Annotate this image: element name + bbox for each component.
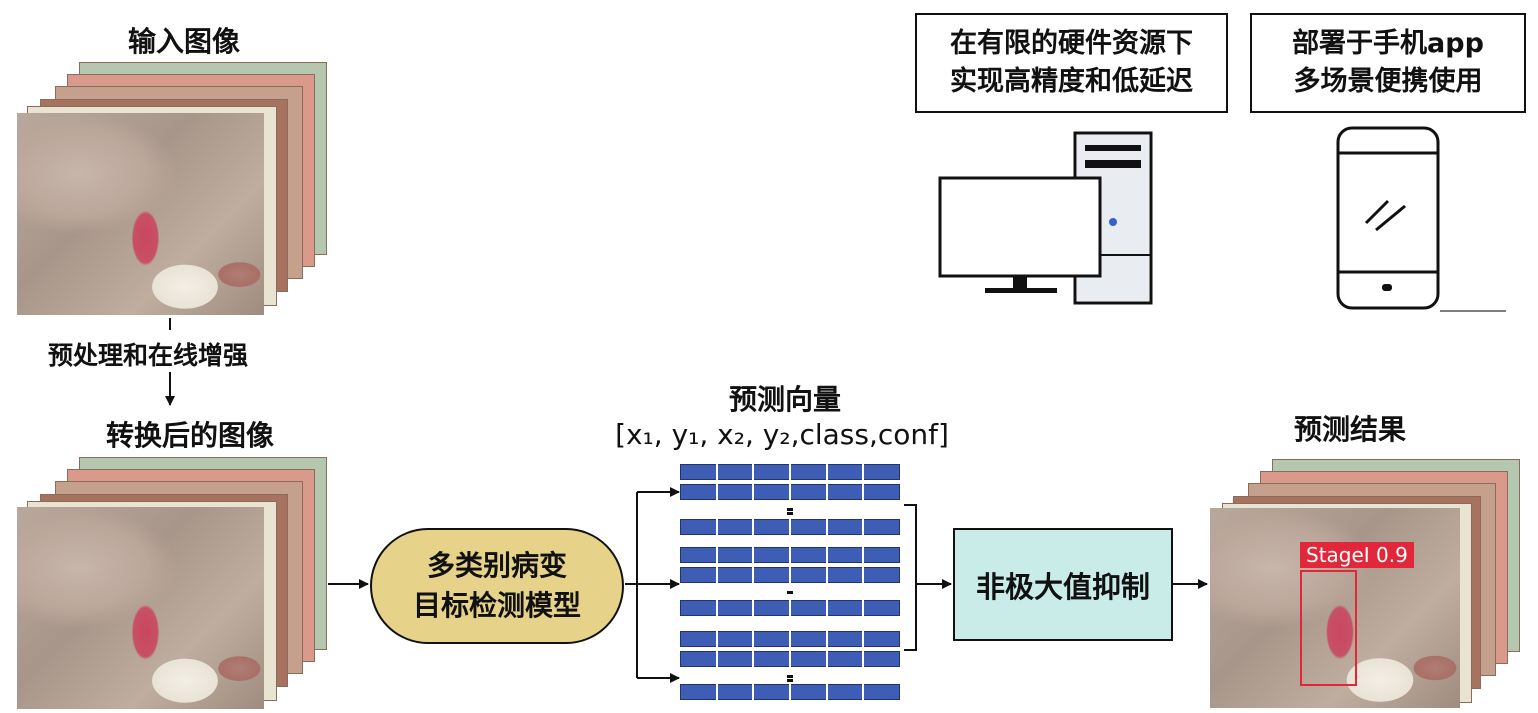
- phone-caption-line-1: 部署于手机app: [1292, 28, 1484, 59]
- preprocess-label: 预处理和在线增强: [46, 336, 251, 372]
- nms-label: 非极大值抑制: [975, 569, 1150, 604]
- transformed-image-title: 转换后的图像: [105, 419, 274, 452]
- model-line-1: 多类别病变: [426, 549, 567, 582]
- input-image-title: 输入图像: [127, 25, 240, 58]
- wound-photo: [17, 507, 264, 709]
- vector-title: 预测向量: [728, 383, 841, 416]
- pc-caption-line-1: 在有限的硬件资源下: [950, 28, 1193, 59]
- model-line-2: 目标检测模型: [412, 589, 581, 622]
- vector-bracket: [904, 504, 917, 651]
- vector-format: [x₁, y₁, x₂, y₂,class,conf]: [615, 418, 949, 451]
- detection-model-node: 多类别病变 目标检测模型: [370, 528, 624, 644]
- detection-bbox: [1300, 570, 1357, 686]
- phone-caption-line-2: 多场景便携使用: [1293, 66, 1483, 97]
- pc-deploy-caption: 在有限的硬件资源下 实现高精度和低延迟: [915, 13, 1228, 113]
- wound-photo: [1210, 508, 1460, 708]
- nms-node: 非极大值抑制: [953, 528, 1173, 641]
- wound-photo: [17, 113, 264, 315]
- phone-deploy-caption: 部署于手机app 多场景便携使用: [1250, 13, 1526, 113]
- result-title: 预测结果: [1293, 413, 1406, 446]
- detection-label: StageI 0.9: [1300, 542, 1414, 568]
- pc-caption-line-2: 实现高精度和低延迟: [950, 66, 1193, 97]
